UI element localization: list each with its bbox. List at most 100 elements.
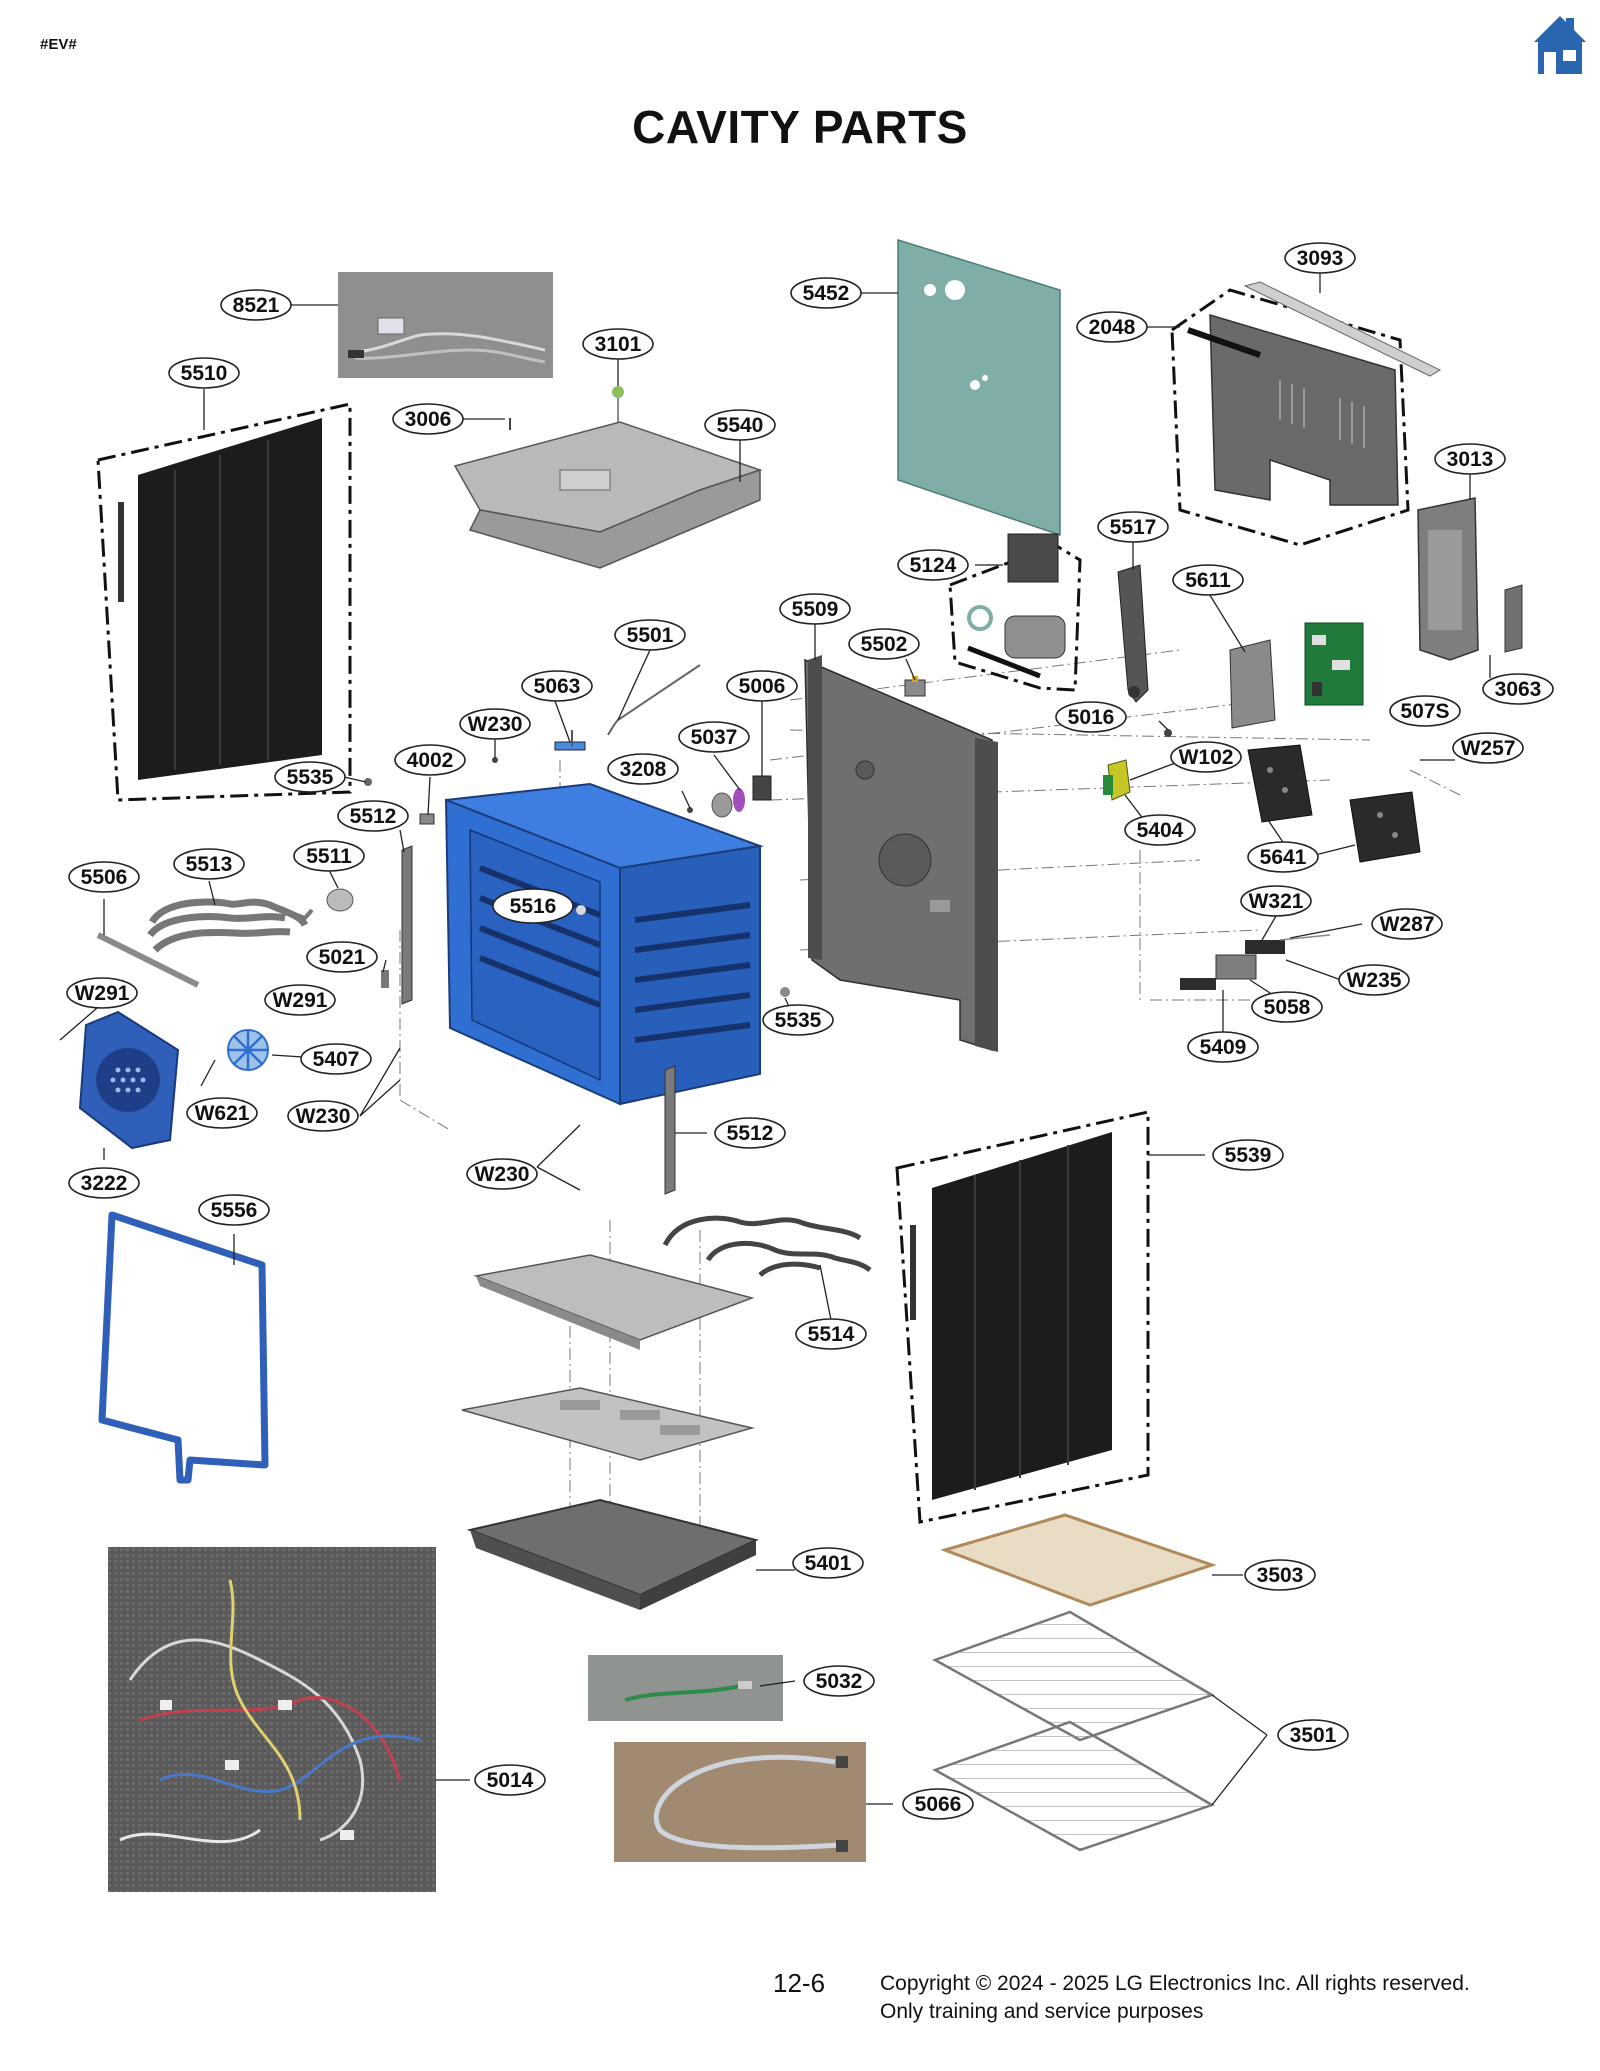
callout-5016: 5016 xyxy=(1055,701,1127,733)
callout-W257: W257 xyxy=(1452,732,1524,764)
callout-5014: 5014 xyxy=(474,1764,546,1796)
callout-W291-mid: W291 xyxy=(264,984,336,1016)
callout-3222: 3222 xyxy=(68,1167,140,1199)
part-5124-fan-assembly xyxy=(948,533,1082,692)
part-small-fasteners xyxy=(364,757,790,997)
callout-5037-text: 5037 xyxy=(691,726,738,749)
part-5611-bracket xyxy=(1229,639,1276,729)
callout-3222-text: 3222 xyxy=(81,1172,128,1195)
callout-5641: 5641 xyxy=(1247,841,1319,873)
callout-5506: 5506 xyxy=(68,861,140,893)
part-5510-side-panel xyxy=(96,402,352,802)
part-5513-heating-element xyxy=(96,898,314,988)
callout-3501-text: 3501 xyxy=(1290,1724,1337,1747)
part-3013-bracket xyxy=(1417,497,1523,661)
callout-5611: 5611 xyxy=(1172,564,1244,596)
callout-5404-text: 5404 xyxy=(1137,819,1184,842)
part-5404-relay xyxy=(1103,729,1172,801)
callout-5409-text: 5409 xyxy=(1200,1036,1247,1059)
callout-5058: 5058 xyxy=(1251,991,1323,1023)
callout-5514: 5514 xyxy=(795,1318,867,1350)
callout-W230-mid: W230 xyxy=(287,1100,359,1132)
part-5556-gasket xyxy=(98,1211,269,1484)
callout-5540-text: 5540 xyxy=(717,414,764,437)
page-number: 12-6 xyxy=(773,1968,826,1998)
callout-5058-text: 5058 xyxy=(1264,996,1311,1019)
callout-5513: 5513 xyxy=(173,848,245,880)
callout-507S-text: 507S xyxy=(1400,700,1449,723)
callout-3101-text: 3101 xyxy=(595,333,642,356)
part-5512-strip xyxy=(401,845,676,1195)
part-5452-back-panel xyxy=(897,238,1061,537)
part-2048-rear-cover xyxy=(1170,281,1442,547)
callout-W235: W235 xyxy=(1338,964,1410,996)
part-5014-wire-harness-photo xyxy=(108,1547,436,1892)
callout-5535-top-text: 5535 xyxy=(287,766,334,789)
callout-5509: 5509 xyxy=(779,593,851,625)
callout-3101: 3101 xyxy=(582,328,654,360)
callout-5611-text: 5611 xyxy=(1185,569,1231,592)
callout-5513-text: 5513 xyxy=(186,853,233,876)
part-8521-photo xyxy=(338,272,553,378)
callout-5535-bottom: 5535 xyxy=(762,1004,834,1036)
callout-3208: 3208 xyxy=(607,753,679,785)
part-5540-top-plate xyxy=(453,386,763,569)
callout-5124-text: 5124 xyxy=(910,554,957,577)
part-3503-tray xyxy=(940,1513,1217,1607)
callout-3006: 3006 xyxy=(392,403,464,435)
callout-5404: 5404 xyxy=(1124,814,1196,846)
document-tag: #EV# xyxy=(40,36,77,53)
part-5501-sensor-wire xyxy=(607,664,701,736)
callout-5032: 5032 xyxy=(803,1665,875,1697)
callout-W287: W287 xyxy=(1371,908,1443,940)
callout-5535-top: 5535 xyxy=(274,761,346,793)
part-5517-duct xyxy=(1117,564,1149,703)
callout-5063-text: 5063 xyxy=(534,675,581,698)
callout-5006-text: 5006 xyxy=(739,675,786,698)
part-5407-fan-blade xyxy=(227,1029,269,1071)
callout-5514-text: 5514 xyxy=(808,1323,855,1346)
callout-W321-text: W321 xyxy=(1249,890,1304,913)
callout-W102-text: W102 xyxy=(1179,746,1234,769)
callout-5407: 5407 xyxy=(300,1043,372,1075)
callout-W291-left-text: W291 xyxy=(75,982,130,1005)
part-5641-terminal-blocks xyxy=(1247,744,1421,863)
callout-5510-text: 5510 xyxy=(181,362,228,385)
callout-W230-top: W230 xyxy=(459,708,531,740)
callout-W230-bottom-text: W230 xyxy=(475,1163,530,1186)
callout-5517-text: 5517 xyxy=(1110,516,1157,539)
callout-5540: 5540 xyxy=(704,409,776,441)
callout-5510: 5510 xyxy=(168,357,240,389)
callout-5556-text: 5556 xyxy=(211,1199,258,1222)
callout-8521: 8521 xyxy=(220,289,292,321)
callout-5452-text: 5452 xyxy=(803,282,850,305)
part-5006-lamp-socket xyxy=(687,775,772,818)
callout-W291-left: W291 xyxy=(66,977,138,1009)
callout-W230-mid-text: W230 xyxy=(296,1105,351,1128)
callout-5511: 5511 xyxy=(293,840,365,872)
callout-5512-top-text: 5512 xyxy=(350,805,397,828)
callout-5501-text: 5501 xyxy=(627,624,674,647)
part-lower-plates xyxy=(461,1254,759,1610)
callout-2048: 2048 xyxy=(1076,311,1148,343)
callout-5407-text: 5407 xyxy=(313,1048,360,1071)
callout-5517: 5517 xyxy=(1097,511,1169,543)
callout-3503-text: 3503 xyxy=(1257,1564,1304,1587)
callout-5066: 5066 xyxy=(902,1788,974,1820)
leader-lines xyxy=(59,273,1491,1806)
home-icon[interactable] xyxy=(1532,14,1588,76)
part-507S-control-board xyxy=(1304,622,1364,706)
callout-3093: 3093 xyxy=(1284,242,1356,274)
callout-5014-text: 5014 xyxy=(487,1769,534,1792)
part-5509-rear-frame xyxy=(804,655,998,1052)
callout-3208-text: 3208 xyxy=(620,758,667,781)
callout-W235-text: W235 xyxy=(1347,969,1402,992)
callout-3063-text: 3063 xyxy=(1495,678,1542,701)
part-5063-bracket xyxy=(554,730,586,751)
callout-5556: 5556 xyxy=(198,1194,270,1226)
callout-5037: 5037 xyxy=(678,721,750,753)
callout-5512-bottom-text: 5512 xyxy=(727,1122,774,1145)
callout-3063: 3063 xyxy=(1482,673,1554,705)
callout-4002-text: 4002 xyxy=(407,749,454,772)
callout-5452: 5452 xyxy=(790,277,862,309)
